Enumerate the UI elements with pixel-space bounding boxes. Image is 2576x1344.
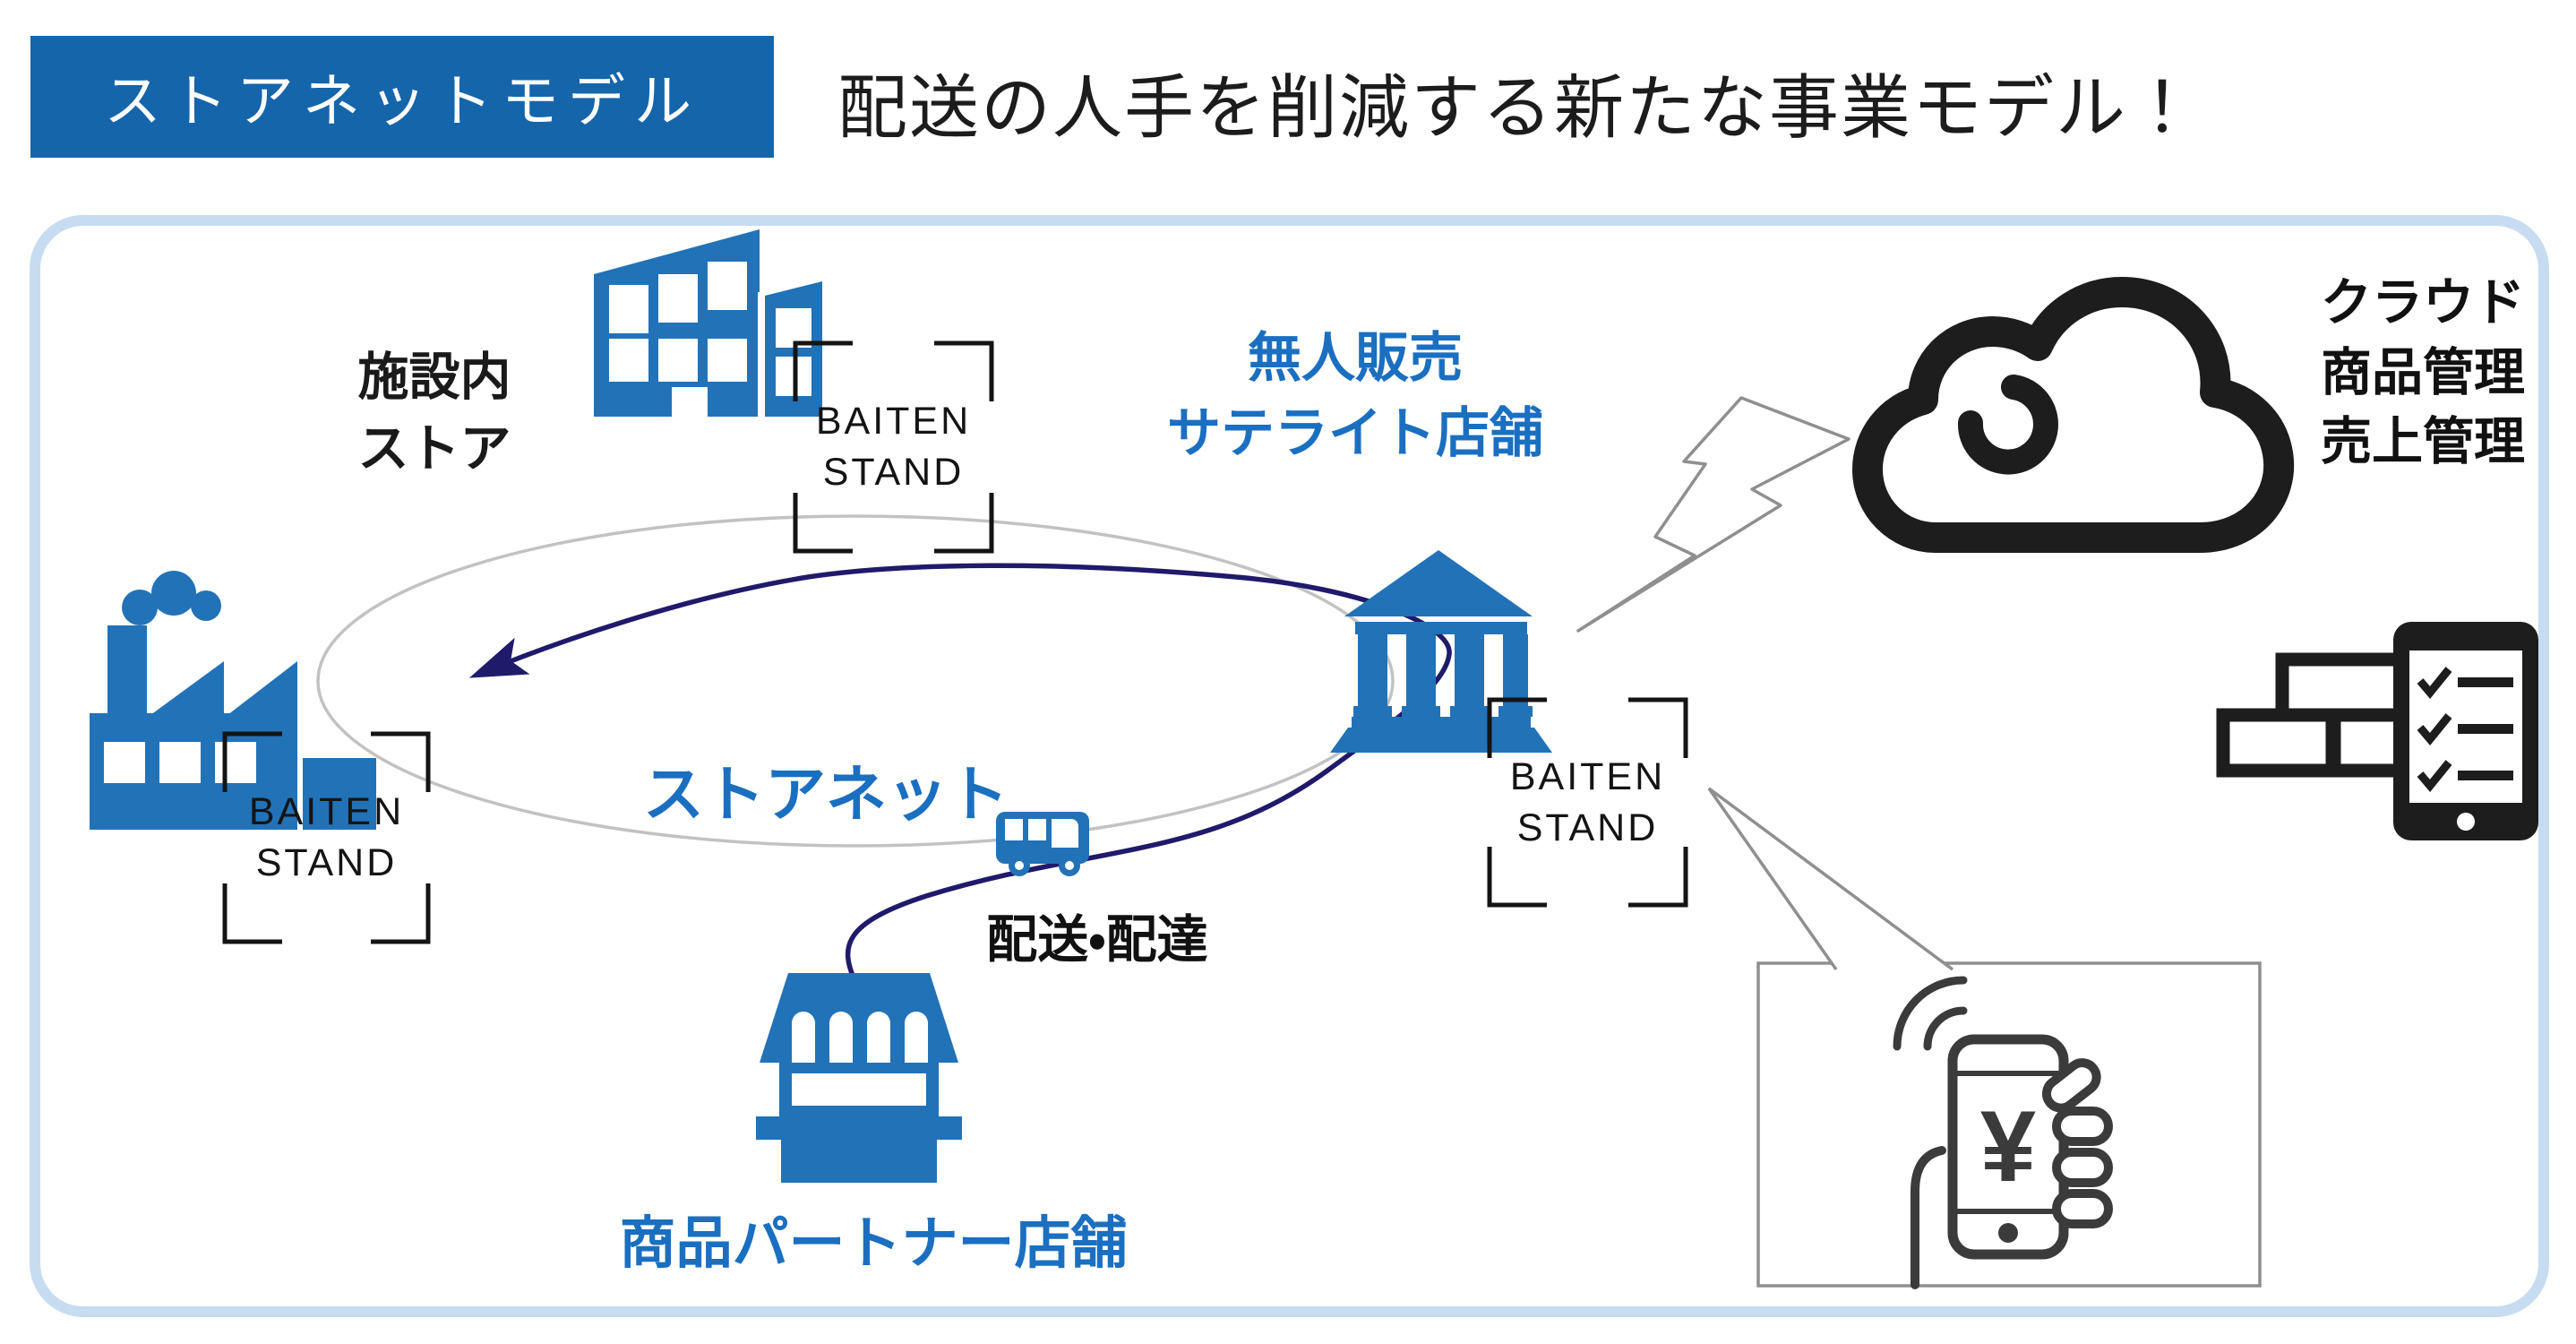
lightning-icon (1576, 396, 1850, 633)
partner-store-label: 商品パートナー店舗 (619, 1212, 1128, 1275)
baiten-stand-line1: BAITEN (815, 400, 972, 444)
cloud-service-line2: 商品管理 (2321, 343, 2525, 401)
baiten-stand-frame-top (793, 340, 994, 554)
facility-building-icon (594, 229, 822, 417)
store-net-label: ストアネット (643, 761, 1009, 829)
delivery-label: 配送・配達 (986, 911, 1208, 969)
baiten-stand-logo-left: BAITEN STAND (222, 731, 431, 944)
baiten-stand-frame-left (222, 731, 431, 944)
facility-store-line2: ストア (357, 419, 511, 478)
baiten-stand-logo-top: BAITEN STAND (793, 340, 994, 554)
satellite-store-icon (1330, 550, 1552, 753)
cloud-service-label: クラウド 商品管理 売上管理 (2275, 269, 2571, 478)
inventory-checklist-icon (2216, 622, 2538, 840)
model-name-label: ストアネットモデル (104, 69, 700, 134)
factory-icon (90, 571, 376, 830)
baiten-stand-line2: STAND (822, 451, 965, 494)
satellite-store-label: 無人販売 サテライト店舗 (1127, 321, 1584, 471)
cloud-icon (1852, 277, 2295, 553)
cloud-service-line3: 売上管理 (2321, 413, 2525, 471)
delivery-bus-icon (996, 812, 1089, 876)
page-title: 配送の人手を削減する新たな事業モデル！ (837, 68, 2200, 147)
satellite-store-line2: サテライト店舗 (1167, 403, 1543, 463)
payment-phone-icon: ¥ (1893, 976, 2113, 1289)
payment-callout: ¥ (1707, 787, 2262, 1289)
cloud-service-line1: クラウド (2321, 274, 2525, 332)
facility-store-line1: 施設内 (357, 349, 511, 406)
facility-store-label: 施設内 ストア (287, 342, 582, 486)
baiten-stand-line2: STAND (1516, 806, 1659, 849)
store-net-ellipse (316, 514, 1395, 848)
model-name-badge: ストアネットモデル (30, 36, 774, 158)
baiten-stand-line1: BAITEN (248, 790, 405, 834)
baiten-stand-frame-right (1487, 697, 1688, 908)
satellite-store-line1: 無人販売 (1248, 328, 1463, 388)
baiten-stand-line2: STAND (255, 841, 398, 884)
baiten-stand-line1: BAITEN (1509, 754, 1666, 798)
baiten-stand-logo-right: BAITEN STAND (1487, 697, 1688, 908)
partner-shop-icon (756, 973, 962, 1183)
delivery-route-arrow (468, 563, 1452, 986)
yen-symbol: ¥ (1980, 1090, 2036, 1202)
